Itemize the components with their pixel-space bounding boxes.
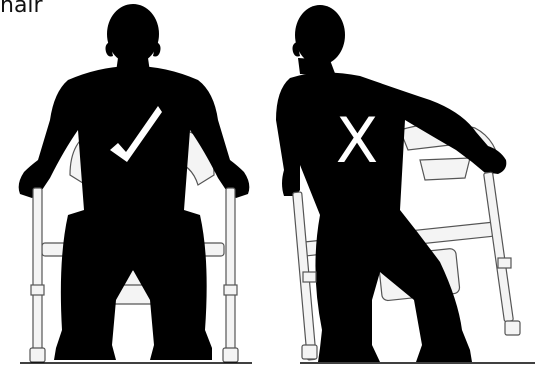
cross-mark: X [336,104,378,177]
person-sitting-upright [19,4,250,360]
panel-incorrect: X [276,5,535,363]
panel-correct [19,4,252,363]
